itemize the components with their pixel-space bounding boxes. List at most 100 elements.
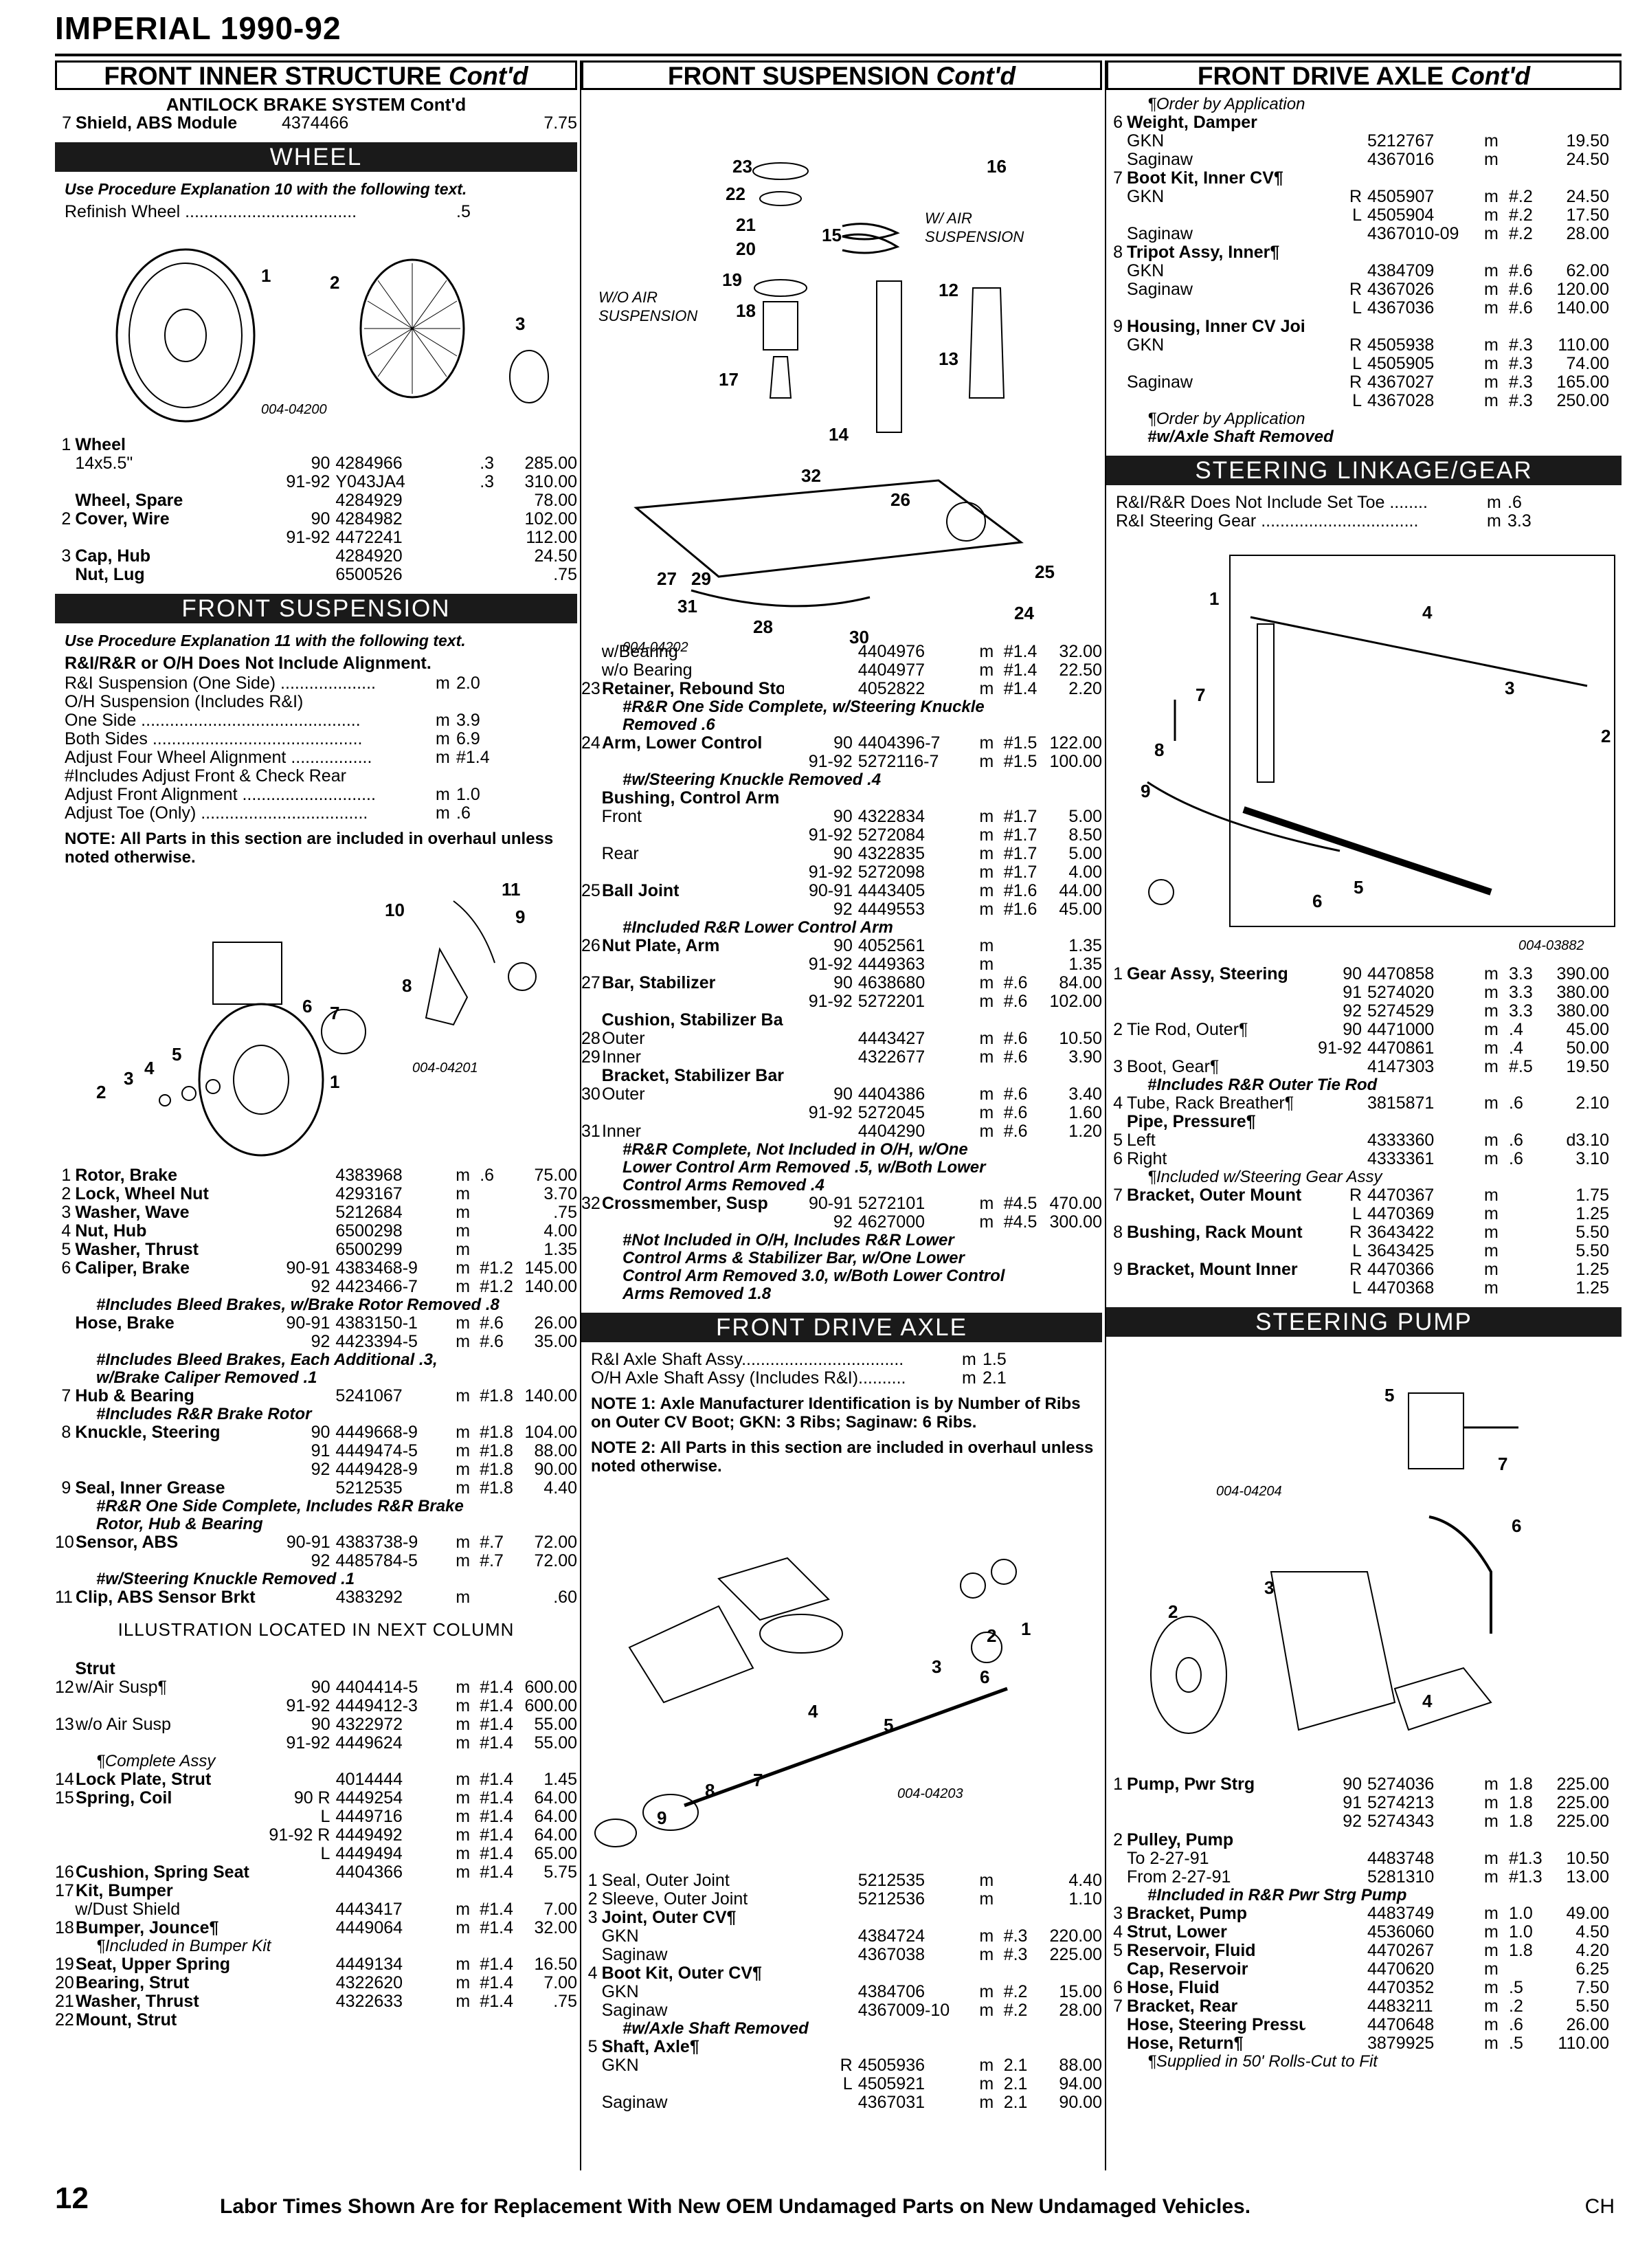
- part-name: Saginaw: [1127, 373, 1193, 392]
- part-t: #1.4: [480, 1863, 513, 1882]
- part-pc: 4.50: [1575, 1922, 1609, 1942]
- callout-9: 9: [1141, 781, 1151, 801]
- part-n: [1106, 1039, 1127, 1058]
- callout-9: 9: [657, 1808, 667, 1828]
- part-u: [979, 1964, 1003, 1983]
- part-name: Reservoir, Fluid: [1127, 1942, 1256, 1960]
- part-name: Seal, Outer Joint: [601, 1871, 730, 1890]
- part-n: [1106, 1849, 1127, 1868]
- part-n: [581, 863, 602, 882]
- part-n: [1106, 1002, 1127, 1021]
- part-pc: 5.50: [1575, 1241, 1609, 1260]
- part-y: [262, 1166, 335, 1185]
- part-p: 4485784-5: [335, 1551, 418, 1570]
- part-n: [581, 992, 602, 1011]
- part-pc: [1048, 1011, 1102, 1030]
- part-n: [1106, 983, 1127, 1002]
- part-pc: 55.00: [534, 1715, 577, 1734]
- part-y: [1305, 243, 1367, 262]
- labor-u: m: [436, 803, 450, 823]
- part-u: [1484, 113, 1509, 132]
- part-p: 3643422: [1367, 1223, 1435, 1242]
- callout-4: 4: [144, 1058, 155, 1078]
- part-t: #1.4: [480, 1807, 513, 1826]
- part-y: 90: [1343, 1775, 1362, 1794]
- part-y: L: [1352, 1241, 1362, 1260]
- part-p: 4471000: [1367, 1020, 1435, 1039]
- part-pc: [1554, 1831, 1609, 1849]
- part-u: m: [1484, 1020, 1499, 1039]
- part-t: #.3: [1509, 335, 1533, 355]
- part-name: Bearing, Strut: [76, 1974, 190, 1992]
- part-u: m: [456, 1313, 471, 1333]
- part-pc: 65.00: [534, 1844, 577, 1863]
- part-u: [979, 2038, 1003, 2056]
- part-y: 90: [311, 509, 330, 529]
- part-name: Rotor, Brake: [75, 1166, 177, 1185]
- part-name: GKN: [1127, 262, 1165, 280]
- labor-t: .6: [1507, 493, 1522, 512]
- part-y: 90: [1343, 964, 1362, 983]
- part-name: Sensor, ABS: [76, 1533, 179, 1552]
- part-y: 90: [1343, 1020, 1362, 1039]
- part-name: [1127, 355, 1305, 373]
- part-t: [1509, 151, 1554, 169]
- part-n: [55, 454, 75, 473]
- part-pc: 35.00: [534, 1332, 577, 1351]
- footnote: #Included R&R Lower Control Arm: [622, 918, 893, 937]
- part-u: m: [456, 1992, 471, 2011]
- part-t: [480, 1660, 524, 1678]
- part-t: #.6: [1509, 298, 1533, 318]
- part-y: R: [1349, 1186, 1362, 1205]
- part-name: Hose, Fluid: [1127, 1979, 1220, 1997]
- part-p: 4505921: [857, 2074, 926, 2093]
- part-y: R: [840, 2056, 853, 2075]
- part-p: 5272201: [857, 992, 926, 1011]
- part-n: [581, 661, 602, 680]
- part-pc: [524, 436, 577, 454]
- part-pc: 1.35: [1068, 955, 1102, 974]
- footnote: Control Arms Removed .4: [622, 1176, 824, 1194]
- front-suspension-band: FRONT SUSPENSION: [55, 594, 577, 623]
- part-u: m: [1484, 1131, 1499, 1150]
- part-pc: 72.00: [534, 1533, 577, 1552]
- callout-2: 2: [987, 1625, 997, 1646]
- label-no-air-suspension: W/O AIR SUSPENSION: [598, 289, 698, 324]
- part-name: Boot, Gear¶: [1127, 1058, 1220, 1076]
- part-name: [1127, 1279, 1305, 1298]
- part-u: m: [979, 660, 994, 680]
- col3-header: FRONT DRIVE AXLE Cont'd: [1106, 60, 1622, 90]
- part-u: m: [979, 936, 994, 955]
- footnote: ¶Included w/Steering Gear Assy: [1147, 1168, 1382, 1186]
- part-n: [581, 2056, 602, 2075]
- labor-d: One Side ...............................…: [65, 711, 361, 730]
- column-2: FRONT SUSPENSION Cont'd 23 22 21 20 19 1…: [580, 60, 1102, 2170]
- part-pc: 470.00: [1049, 1194, 1102, 1213]
- labor-t: [456, 767, 497, 786]
- footnote: Lower Control Arm Removed .5, w/Both Low…: [622, 1158, 986, 1177]
- part-y: R: [1349, 335, 1362, 355]
- part-y: [1305, 1923, 1367, 1942]
- part-name: Left: [1127, 1131, 1156, 1150]
- part-pc: 5.75: [543, 1863, 577, 1882]
- part-u: m: [979, 1945, 994, 1964]
- part-pc: [1048, 1909, 1102, 1927]
- part-t: #.2: [1509, 187, 1533, 206]
- part-u: m: [1484, 983, 1499, 1002]
- labor-d: Both Sides .............................…: [65, 730, 363, 748]
- part-p: 4367038: [857, 1945, 926, 1964]
- part-pc: 140.00: [524, 1277, 577, 1296]
- part-t: #1.4: [480, 1788, 513, 1808]
- part-pc: 62.00: [1566, 261, 1609, 280]
